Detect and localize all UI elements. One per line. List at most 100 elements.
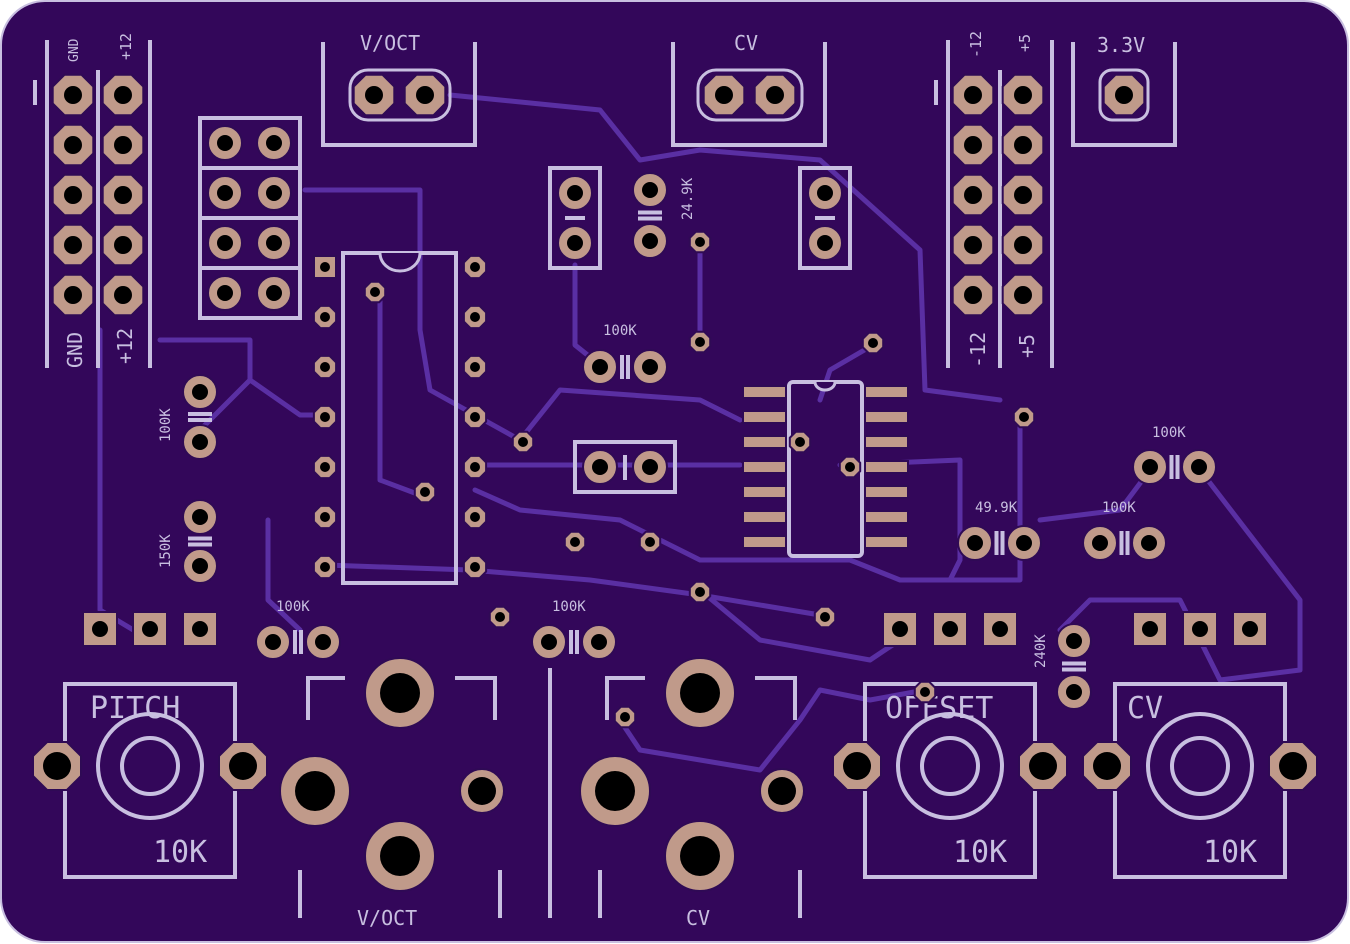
drill-hole xyxy=(680,673,720,713)
drill-hole xyxy=(964,136,982,154)
drill-hole xyxy=(820,612,830,622)
drill-hole xyxy=(1093,752,1121,780)
drill-hole xyxy=(217,185,233,201)
label-r-100k-bl: 100K xyxy=(276,599,310,615)
drill-hole xyxy=(1019,412,1029,422)
pads-layer xyxy=(32,73,1318,892)
label-jack-voct: V/OCT xyxy=(357,906,417,930)
drill-hole xyxy=(365,86,383,104)
label-r-100k-right: 100K xyxy=(1102,500,1136,516)
pot-cv: CV 10K xyxy=(1113,682,1287,879)
drill-hole xyxy=(114,136,132,154)
label-r-249k: 24.9K xyxy=(680,177,696,220)
label-gnd-bottom: GND xyxy=(63,332,87,368)
drill-hole xyxy=(320,462,330,472)
drill-hole xyxy=(192,384,208,400)
drill-hole xyxy=(266,135,282,151)
drill-hole xyxy=(1242,621,1258,637)
header-cv: CV xyxy=(671,31,827,147)
drill-hole xyxy=(964,86,982,104)
header-voct: V/OCT xyxy=(321,31,477,147)
drill-hole xyxy=(518,437,528,447)
drill-hole xyxy=(416,86,434,104)
label-r-100k-center: 100K xyxy=(603,323,637,339)
drill-hole xyxy=(64,186,82,204)
drill-hole xyxy=(320,262,330,272)
drill-hole xyxy=(217,235,233,251)
label-r-499k: 49.9K xyxy=(975,500,1018,516)
drill-hole xyxy=(114,86,132,104)
drill-hole xyxy=(315,634,331,650)
drill-hole xyxy=(892,621,908,637)
drill-hole xyxy=(595,771,635,811)
label-r-100k-right-top: 100K xyxy=(1152,425,1186,441)
smd-pad xyxy=(742,535,787,549)
drill-hole xyxy=(1192,621,1208,637)
header-33v: 3.3V xyxy=(1071,33,1177,147)
label-pot-cv: CV xyxy=(1127,691,1163,726)
drill-hole xyxy=(680,836,720,876)
drill-hole xyxy=(967,535,983,551)
drill-hole xyxy=(217,135,233,151)
drill-hole xyxy=(229,752,257,780)
label-header-cv: CV xyxy=(734,31,758,55)
drill-hole xyxy=(1014,136,1032,154)
drill-hole xyxy=(64,136,82,154)
drill-hole xyxy=(964,236,982,254)
drill-hole xyxy=(868,338,878,348)
drill-hole xyxy=(567,235,583,251)
drill-hole xyxy=(1092,535,1108,551)
power-header-right: -12 +5 -12 +5 xyxy=(934,31,1054,368)
drill-hole xyxy=(964,286,982,304)
pot-pin-pad xyxy=(132,611,168,647)
drill-hole xyxy=(715,86,733,104)
drill-hole xyxy=(265,634,281,650)
jumper-block xyxy=(198,116,302,320)
drill-hole xyxy=(1014,286,1032,304)
drill-hole xyxy=(992,621,1008,637)
drill-hole xyxy=(642,459,658,475)
drill-hole xyxy=(642,182,658,198)
drill-hole xyxy=(64,236,82,254)
drill-hole xyxy=(695,587,705,597)
drill-hole xyxy=(1279,752,1307,780)
drill-hole xyxy=(192,621,208,637)
label-r-240k: 240K xyxy=(1033,634,1049,668)
label-pot-pitch-value: 10K xyxy=(153,835,207,870)
label-m12-bottom: -12 xyxy=(966,332,990,368)
drill-hole xyxy=(795,437,805,447)
drill-hole xyxy=(43,752,71,780)
smd-pad xyxy=(742,410,787,424)
drill-hole xyxy=(1141,535,1157,551)
drill-hole xyxy=(470,262,480,272)
label-header-33: 3.3V xyxy=(1097,33,1145,57)
drill-hole xyxy=(470,362,480,372)
drill-hole xyxy=(766,86,784,104)
pot-pin-pad xyxy=(82,611,118,647)
drill-hole xyxy=(1142,459,1158,475)
drill-hole xyxy=(1029,752,1057,780)
label-12-bottom: +12 xyxy=(113,328,137,364)
drill-hole xyxy=(320,312,330,322)
label-5-top: +5 xyxy=(1016,34,1034,52)
jack-voct: V/OCT xyxy=(298,676,502,930)
label-r-150k: 150K xyxy=(158,534,174,568)
label-pot-offset: OFFSET xyxy=(885,691,993,726)
drill-hole xyxy=(192,558,208,574)
ic-dip14 xyxy=(341,251,458,585)
pot-pin-pad xyxy=(932,611,968,647)
drill-hole xyxy=(320,512,330,522)
smd-pad xyxy=(742,510,787,524)
drill-hole xyxy=(114,186,132,204)
label-12-top: +12 xyxy=(117,33,135,60)
ic-soic xyxy=(742,380,909,558)
drill-hole xyxy=(142,621,158,637)
drill-hole xyxy=(92,621,108,637)
smd-pad xyxy=(742,385,787,399)
drill-hole xyxy=(370,287,380,297)
drill-hole xyxy=(470,412,480,422)
drill-hole xyxy=(295,771,335,811)
smd-pad xyxy=(742,485,787,499)
drill-hole xyxy=(645,537,655,547)
